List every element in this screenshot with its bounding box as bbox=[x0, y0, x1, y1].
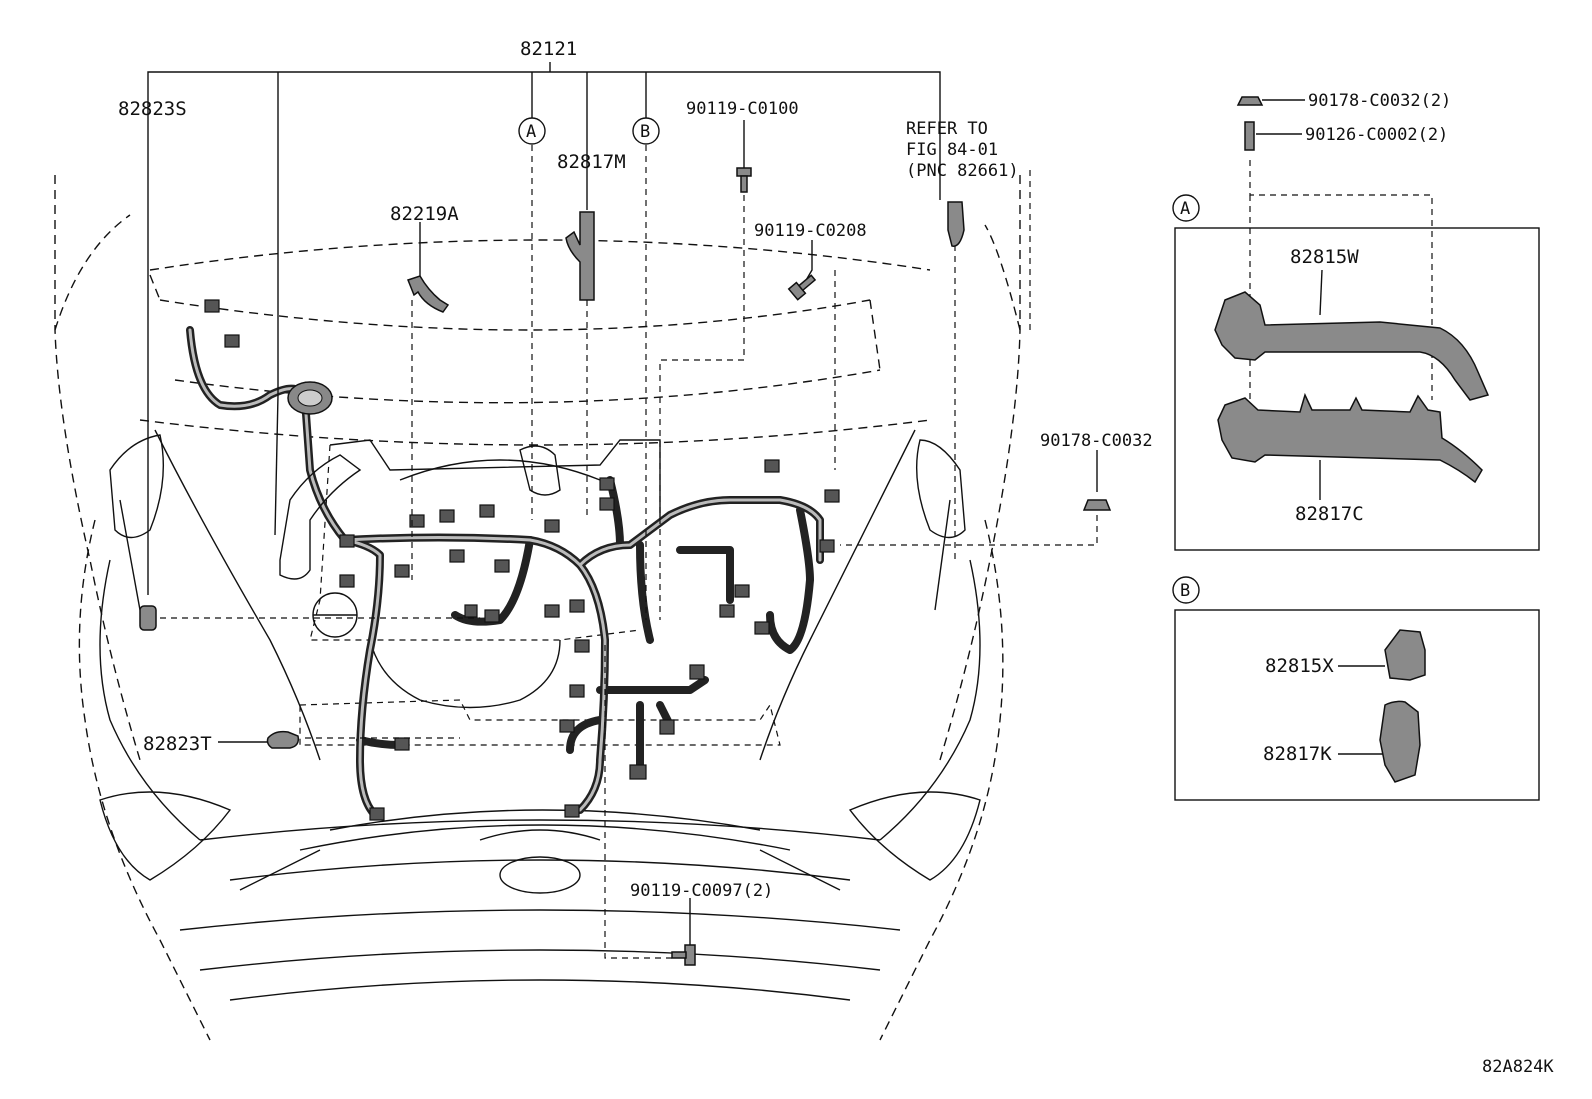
label-82815w: 82815W bbox=[1290, 246, 1359, 268]
inset-a: A 82815W 82817C bbox=[1172, 194, 1540, 551]
part-82661 bbox=[947, 201, 965, 247]
label-90119-c0097: 90119-C0097(2) bbox=[630, 881, 773, 901]
inset-a-frame bbox=[1174, 227, 1540, 551]
connector bbox=[479, 504, 495, 518]
label-82121: 82121 bbox=[520, 38, 577, 60]
harness-connectors bbox=[204, 299, 840, 821]
vehicle-body-outline bbox=[54, 175, 1021, 1041]
ref-marker-b: B bbox=[640, 122, 650, 142]
connector bbox=[464, 604, 478, 618]
label-90126-c0002-2: 90126-C0002(2) bbox=[1305, 125, 1448, 145]
inset-a-marker: A bbox=[1180, 199, 1190, 219]
connector bbox=[409, 514, 425, 528]
inset-b-frame bbox=[1174, 609, 1540, 801]
bolt-90119-c0100 bbox=[736, 167, 752, 193]
connector bbox=[494, 559, 510, 573]
bolt-90119-c0208 bbox=[787, 274, 817, 301]
label-refer-line1: REFER TO bbox=[906, 119, 988, 139]
protector-82815w bbox=[1214, 291, 1490, 401]
ref-marker-a: A bbox=[526, 122, 536, 142]
connector bbox=[339, 574, 355, 588]
protector-82817k bbox=[1379, 700, 1421, 783]
connector bbox=[599, 477, 615, 491]
connector bbox=[824, 489, 840, 503]
intake-duct bbox=[279, 454, 362, 580]
label-90119-c0100: 90119-C0100 bbox=[686, 99, 799, 119]
connector bbox=[819, 539, 835, 553]
connector bbox=[224, 334, 240, 348]
loose-parts bbox=[139, 167, 1112, 966]
intake-hose bbox=[519, 445, 561, 496]
label-82219a: 82219A bbox=[390, 203, 459, 225]
clamp-82219a bbox=[407, 275, 450, 313]
connector bbox=[394, 737, 410, 751]
connector bbox=[569, 599, 585, 613]
label-refer-line2: FIG 84-01 bbox=[906, 140, 998, 160]
label-82823t: 82823T bbox=[143, 733, 212, 755]
connector bbox=[569, 684, 585, 698]
clip-82823t bbox=[266, 730, 300, 749]
connector bbox=[629, 764, 647, 780]
part-number-labels: 82121 82823S 82817M 82219A 90119-C0100 9… bbox=[118, 38, 1554, 1077]
connector bbox=[559, 719, 575, 733]
figure-code: 82A824K bbox=[1482, 1057, 1554, 1077]
protector-82815x bbox=[1384, 629, 1426, 681]
connector bbox=[764, 459, 780, 473]
connector bbox=[484, 609, 500, 623]
nut-90178-c0032 bbox=[1082, 499, 1112, 511]
connector bbox=[439, 509, 455, 523]
label-90119-c0208: 90119-C0208 bbox=[754, 221, 867, 241]
main-wire-harness bbox=[186, 326, 824, 819]
protector-82817m bbox=[565, 211, 595, 301]
bolt-90119-c0097 bbox=[671, 944, 696, 966]
grommet bbox=[287, 381, 333, 415]
connector bbox=[369, 807, 385, 821]
connector bbox=[754, 621, 770, 635]
connector bbox=[544, 519, 560, 533]
label-82817k: 82817K bbox=[1263, 743, 1332, 765]
stud-90126-c0002-2 bbox=[1244, 121, 1255, 151]
label-82817m: 82817M bbox=[557, 151, 626, 173]
connector bbox=[734, 584, 750, 598]
connector bbox=[574, 639, 590, 653]
inset-b-marker: B bbox=[1180, 581, 1190, 601]
protector-82817c bbox=[1217, 392, 1483, 484]
connector bbox=[544, 604, 560, 618]
label-refer-line3: (PNC 82661) bbox=[906, 161, 1019, 181]
connector bbox=[564, 804, 580, 818]
label-82817c: 82817C bbox=[1295, 503, 1364, 525]
label-90178-c0032: 90178-C0032 bbox=[1040, 431, 1153, 451]
label-90178-c0032-2: 90178-C0032(2) bbox=[1308, 91, 1451, 111]
connector bbox=[204, 299, 220, 313]
inset-b: B 82815X 82817K bbox=[1172, 576, 1540, 801]
connector bbox=[659, 719, 675, 735]
label-82815x: 82815X bbox=[1265, 655, 1334, 677]
callout-lines bbox=[147, 62, 1098, 959]
inset-fasteners: 90178-C0032(2) 90126-C0002(2) bbox=[1236, 91, 1451, 430]
connector bbox=[394, 564, 410, 578]
nut-90178-c0032-2 bbox=[1236, 96, 1264, 106]
label-82823s: 82823S bbox=[118, 98, 187, 120]
connector bbox=[449, 549, 465, 563]
connector bbox=[339, 534, 355, 548]
connector bbox=[689, 664, 705, 680]
connector bbox=[599, 497, 615, 511]
connector bbox=[719, 604, 735, 618]
bracket-82823s bbox=[139, 605, 157, 631]
reference-markers: A B bbox=[518, 117, 660, 145]
